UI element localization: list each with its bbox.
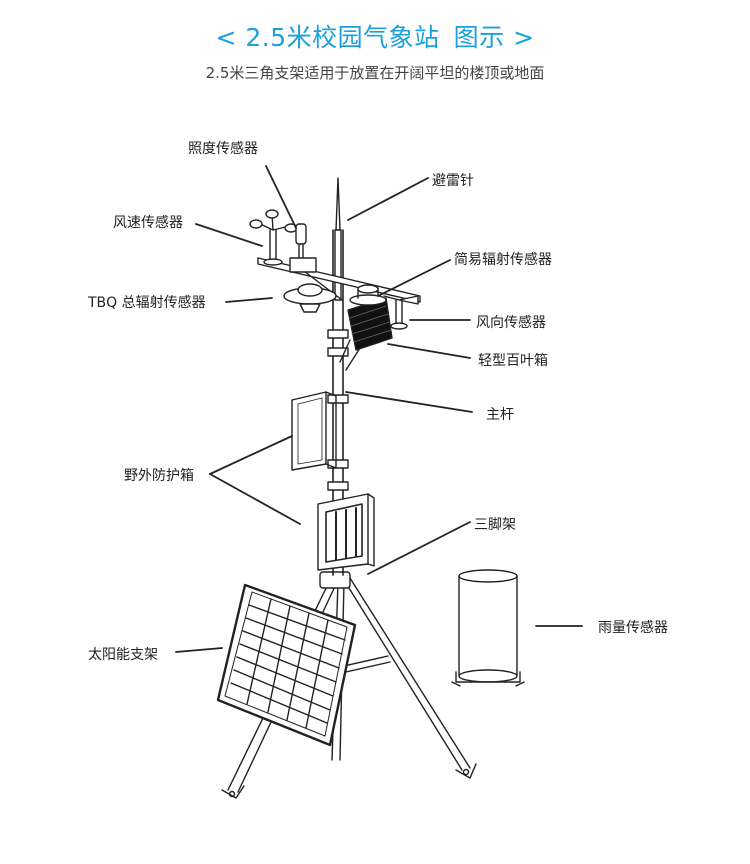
label-solar-bracket: 太阳能支架 xyxy=(88,647,158,663)
label-simple-radiation-sensor: 简易辐射传感器 xyxy=(454,252,552,268)
outdoor-box-lower xyxy=(317,493,375,571)
rain-gauge xyxy=(451,569,525,687)
chevron-left-icon: < xyxy=(215,23,237,52)
louver-box xyxy=(339,284,393,371)
solar-panel xyxy=(216,583,357,747)
title-main: 2.5米校园气象站 xyxy=(245,23,440,52)
label-wind-speed-sensor: 风速传感器 xyxy=(113,215,183,231)
label-illuminance-sensor: 照度传感器 xyxy=(188,141,258,157)
label-main-pole: 主杆 xyxy=(486,407,514,423)
label-wind-direction-sensor: 风向传感器 xyxy=(476,315,546,331)
anemometer xyxy=(249,209,298,266)
label-rain-gauge: 雨量传感器 xyxy=(598,620,668,636)
leader-lines xyxy=(175,165,583,653)
illuminance-sensor xyxy=(295,223,307,265)
tbq-radiation-sensor xyxy=(283,283,337,313)
label-tbq-radiation-sensor: TBQ 总辐射传感器 xyxy=(88,295,206,311)
label-lightning-rod: 避雷针 xyxy=(432,173,474,189)
label-louver-box: 轻型百叶箱 xyxy=(478,353,548,369)
title-suffix: 图示 xyxy=(453,23,505,52)
chevron-right-icon: > xyxy=(513,23,535,52)
arm-junction-box xyxy=(289,257,317,273)
wind-vane xyxy=(383,295,419,330)
label-outdoor-box: 野外防护箱 xyxy=(124,468,194,484)
outdoor-box-upper xyxy=(291,391,337,471)
page-subtitle: 2.5米三角支架适用于放置在开阔平坦的楼顶或地面 xyxy=(205,64,545,82)
label-tripod: 三脚架 xyxy=(474,517,516,533)
page-title: < 2.5米校园气象站图示 > xyxy=(0,18,750,54)
